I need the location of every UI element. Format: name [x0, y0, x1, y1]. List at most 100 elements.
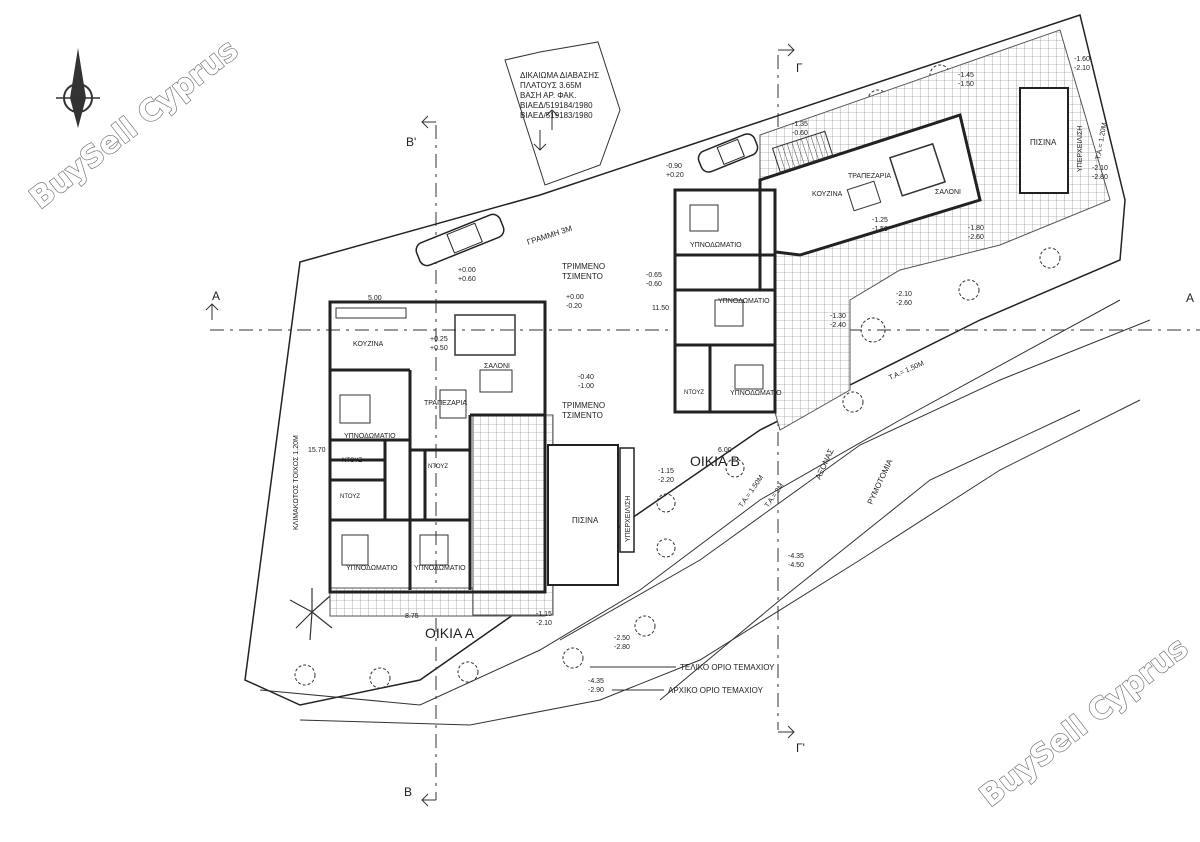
house-b: ΚΟΥΖΙΝΑ ΤΡΑΠΕΖΑΡΙΑ ΣΑΛΟΝΙ ΥΠΝΟΔΩΜΑΤΙΟ ΥΠ…: [652, 29, 1111, 469]
concrete-label-1-line-2: ΤΣΙΜΕΝΤΟ: [562, 272, 603, 281]
house-b-dim-bottom: 6.00: [718, 447, 732, 454]
level-17-top: -2.10: [896, 291, 912, 298]
level-16-bottom: -2.40: [830, 322, 846, 329]
access-note-line-5: ΒΙΑΕΔ/519183/1980: [520, 111, 593, 120]
house-b-bed-1: [689, 204, 719, 232]
watermark-bottom: BuySell Cyprus: [973, 630, 1195, 814]
house-a-dining-table: [439, 389, 467, 419]
level-10-bottom: -1.50: [958, 81, 974, 88]
north-arrow-icon: [56, 48, 100, 128]
house-a-pool-deck: [472, 414, 554, 616]
level-7-bottom: -2.90: [588, 687, 604, 694]
palm-tree-icon: [289, 588, 333, 641]
section-mark-a-right: A: [1186, 291, 1194, 305]
section-arrow-b-top: [421, 115, 436, 129]
level-14-top: -1.80: [968, 225, 984, 232]
house-a-pool: [547, 444, 619, 586]
level-3-top: +0.25: [430, 336, 448, 343]
level-14-bottom: -2.60: [968, 234, 984, 241]
level-13-bottom: -1.50: [872, 226, 888, 233]
plot-boundary: [244, 14, 1126, 706]
house-b-bed-3: [734, 364, 764, 390]
house-a-bed-3: [419, 534, 449, 566]
access-note-line-2: ΠΛΑΤΟΥΣ 3.65Μ: [520, 81, 582, 90]
watermark-top: BuySell Cyprus: [23, 32, 245, 216]
section-arrow-b-bottom: [421, 793, 436, 807]
level-11-bottom: -2.10: [1074, 65, 1090, 72]
section-mark-b-top: B': [406, 135, 416, 149]
level-19-bottom: -4.50: [788, 562, 804, 569]
level-15-bottom: -0.60: [646, 281, 662, 288]
level-7-top: -4.35: [588, 678, 604, 685]
car-1-icon: [415, 213, 505, 267]
house-b-pool-label: ΠΙΣΙΝΑ: [1030, 138, 1057, 147]
section-mark-g-bottom: Γ': [796, 741, 805, 755]
house-a-pool-label: ΠΙΣΙΝΑ: [572, 516, 599, 525]
level-19-top: -4.35: [788, 553, 804, 560]
house-a-overflow-label: ΥΠΕΡΧΕΙΛΙΣΗ: [625, 496, 632, 542]
level-9-top: -1.35: [792, 121, 808, 128]
ta-label-3: Τ.Α.= 1.50Μ: [738, 474, 765, 509]
level-5-top: -1.15: [536, 611, 552, 618]
house-b-pool: [1019, 87, 1069, 194]
level-17-bottom: -2.60: [896, 300, 912, 307]
access-right-note: ΔΙΚΑΙΩΜΑ ΔΙΑΒΑΣΗΣ ΠΛΑΤΟΥΣ 3.65Μ ΒΑΣΗ ΑΡ.…: [504, 41, 621, 186]
car-2-icon: [697, 133, 759, 173]
house-a-bed3-label: ΥΠΝΟΔΩΜΑΤΙΟ: [414, 565, 466, 572]
section-arrow-a-left: [205, 303, 219, 320]
level-18-bottom: -2.20: [658, 477, 674, 484]
level-12-top: -2.10: [1092, 165, 1108, 172]
house-a-dining-label: ΤΡΑΠΕΖΑΡΙΑ: [424, 400, 467, 407]
level-8-top: -0.90: [666, 163, 682, 170]
level-marks: +0.00 +0.60 +0.00 -0.20 +0.25 +0.50 -0.4…: [430, 56, 1108, 694]
house-b-bed1-label: ΥΠΝΟΔΩΜΑΤΙΟ: [690, 242, 742, 249]
house-a-wc3-label: ΝΤΟΥΖ: [428, 464, 448, 470]
access-note-line-4: ΒΙΑΕΔ/519184/1980: [520, 101, 593, 110]
level-5-bottom: -2.10: [536, 620, 552, 627]
house-b-kitchen-label: ΚΟΥΖΙΝΑ: [812, 191, 843, 198]
level-1-top: +0.00: [458, 267, 476, 274]
concrete-label-2-line-2: ΤΣΙΜΕΝΤΟ: [562, 411, 603, 420]
house-a-overflow: [619, 447, 635, 553]
initial-boundary-line: [299, 399, 1141, 726]
level-18-top: -1.15: [658, 468, 674, 475]
ta-label-4: Τ.Α.= 1.20Μ: [1095, 122, 1108, 160]
house-a-bed-2: [341, 534, 369, 566]
house-a-kitchen-label: ΚΟΥΖΙΝΑ: [353, 341, 384, 348]
house-b-bed2-label: ΥΠΝΟΔΩΜΑΤΙΟ: [718, 298, 770, 305]
house-b-stairs: [771, 130, 834, 173]
level-2-bottom: -0.20: [566, 303, 582, 310]
access-note-line-1: ΔΙΚΑΙΩΜΑ ΔΙΑΒΑΣΗΣ: [520, 71, 599, 80]
level-8-bottom: +0.20: [666, 172, 684, 179]
section-mark-g-top: Γ: [796, 61, 803, 75]
section-arrow-g-top: [778, 43, 795, 57]
road-edge-2: [659, 409, 1081, 701]
access-note-line-3: ΒΑΣΗ ΑΡ. ΦΑΚ.: [520, 91, 576, 100]
house-a-dim-top: 5.00: [368, 295, 382, 302]
house-b-dining-label: ΤΡΑΠΕΖΑΡΙΑ: [848, 173, 891, 180]
initial-boundary-label: ΑΡΧΙΚΟ ΟΡΙΟ ΤΕΜΑΧΙΟΥ: [668, 686, 764, 695]
concrete-label-2-line-1: ΤΡΙΜΜΕΝΟ: [562, 401, 605, 410]
section-mark-a-left: A: [212, 289, 220, 303]
house-a: ΚΟΥΖΙΝΑ ΣΑΛΟΝΙ ΤΡΑΠΕΖΑΡΙΑ ΥΠΝΟΔΩΜΑΤΙΟ ΝΤ…: [308, 295, 635, 641]
level-16-top: -1.30: [830, 313, 846, 320]
house-b-title: ΟΙΚΙΑ Β: [690, 453, 740, 469]
level-6-bottom: -2.80: [614, 644, 630, 651]
level-13-top: -1.25: [872, 217, 888, 224]
level-15-top: -0.65: [646, 272, 662, 279]
house-a-dim-left: 15.70: [308, 447, 326, 454]
level-2-top: +0.00: [566, 294, 584, 301]
house-a-coffee-table: [479, 369, 513, 393]
level-4-top: -0.40: [578, 374, 594, 381]
house-a-bed2-label: ΥΠΝΟΔΩΜΑΤΙΟ: [346, 565, 398, 572]
house-b-bed3-label: ΥΠΝΟΔΩΜΑΤΙΟ: [730, 390, 782, 397]
ravine-label: ΡΥΜΟΤΟΜΙΑ: [866, 457, 895, 506]
level-1-bottom: +0.60: [458, 276, 476, 283]
section-mark-b-bottom: B: [404, 785, 412, 799]
level-12-bottom: -2.80: [1092, 174, 1108, 181]
house-a-wc2-label: ΝΤΟΥΖ: [340, 494, 360, 500]
level-10-top: -1.45: [958, 72, 974, 79]
house-a-wc1-label: ΝΤΟΥΖ: [342, 458, 362, 464]
line-3m-label: ΓΡΑΜΜΗ 3Μ: [526, 224, 574, 247]
concrete-label-1-line-1: ΤΡΙΜΜΕΝΟ: [562, 262, 605, 271]
